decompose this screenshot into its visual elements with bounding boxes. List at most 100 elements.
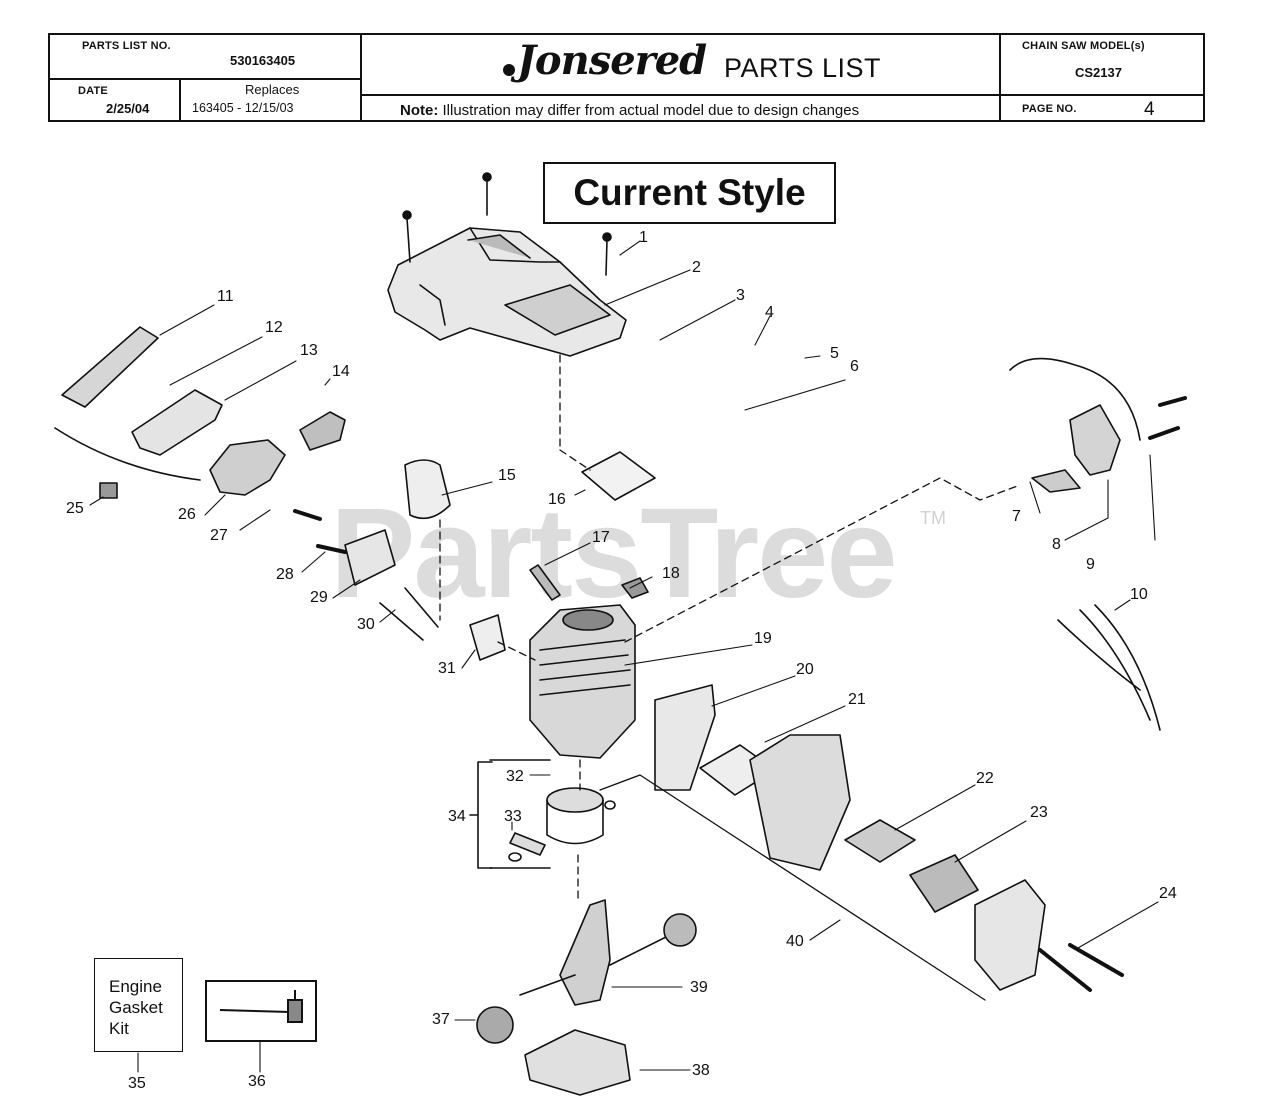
callout-4: 4 xyxy=(765,304,774,321)
muffler-cover-part xyxy=(974,879,1046,991)
callout-11: 11 xyxy=(217,288,234,305)
callout-21: 21 xyxy=(848,691,866,708)
callout-37: 37 xyxy=(432,1011,450,1028)
crankcase-part xyxy=(524,1029,631,1096)
callout-32: 32 xyxy=(506,768,524,785)
muffler-part xyxy=(749,734,851,871)
date-label: DATE xyxy=(78,85,108,97)
header-divider xyxy=(361,94,1001,96)
callout-16: 16 xyxy=(548,491,566,508)
callout-1: 1 xyxy=(639,229,648,246)
callout-29: 29 xyxy=(310,589,328,606)
header-divider xyxy=(50,78,361,80)
circlip-part xyxy=(604,800,616,810)
carburetor-part xyxy=(209,439,286,496)
callout-12: 12 xyxy=(265,319,283,336)
muffler-bolt-part xyxy=(1068,943,1124,977)
page-label: PAGE NO. xyxy=(1022,103,1077,115)
callout-5: 5 xyxy=(830,345,839,362)
callout-25: 25 xyxy=(66,500,84,517)
callout-28: 28 xyxy=(276,566,294,583)
callout-24: 24 xyxy=(1159,885,1177,902)
header-divider xyxy=(360,35,362,120)
spark-arrester-part xyxy=(844,819,916,863)
callout-31: 31 xyxy=(438,660,456,677)
intake-adapter-part xyxy=(299,411,346,451)
callout-18: 18 xyxy=(662,565,680,582)
callout-26: 26 xyxy=(178,506,196,523)
callout-7: 7 xyxy=(1012,508,1021,525)
header-divider xyxy=(999,35,1001,120)
filter-holder-part xyxy=(131,389,223,456)
top-cover-part xyxy=(387,227,627,357)
crankshaft-part xyxy=(519,934,671,996)
callout-13: 13 xyxy=(300,342,318,359)
current-style-title: Current Style xyxy=(543,162,836,224)
combination-wrench-part xyxy=(219,990,303,1023)
crank-bearing-part xyxy=(476,1006,514,1044)
callout-39: 39 xyxy=(690,979,708,996)
callout-22: 22 xyxy=(976,770,994,787)
switch-part xyxy=(1031,469,1081,493)
callout-10: 10 xyxy=(1130,586,1148,603)
piston-pin-part xyxy=(509,832,546,856)
intake-boot-part xyxy=(404,459,451,520)
leader-lines xyxy=(89,240,1159,1073)
brand-logo: Jonsered xyxy=(517,37,707,84)
callout-30: 30 xyxy=(357,616,375,633)
circlip-part xyxy=(508,852,522,862)
header-divider xyxy=(999,94,1203,96)
callout-15: 15 xyxy=(498,467,516,484)
tool-kit-box xyxy=(205,980,317,1042)
callout-3: 3 xyxy=(736,287,745,304)
plug-boot-part xyxy=(621,577,649,599)
callout-27: 27 xyxy=(210,527,228,544)
design-note: Note: Illustration may differ from actua… xyxy=(400,102,859,119)
grommet-part xyxy=(99,482,118,499)
callout-19: 19 xyxy=(754,630,772,647)
callout-36: 36 xyxy=(248,1073,266,1090)
gasket-kit-line: Kit xyxy=(109,1019,129,1038)
piston-kit-bracket xyxy=(469,761,493,869)
callout-20: 20 xyxy=(796,661,814,678)
spark-plug-part xyxy=(529,564,561,601)
bolt-part xyxy=(293,509,322,521)
model-label: CHAIN SAW MODEL(s) xyxy=(1022,40,1145,52)
wire-harness-part xyxy=(1057,604,1161,731)
date-value: 2/25/04 xyxy=(106,101,150,116)
callout-33: 33 xyxy=(504,808,522,825)
cylinder-part xyxy=(529,604,636,759)
ignition-coil-part xyxy=(1009,357,1187,476)
callout-14: 14 xyxy=(332,363,350,380)
heat-shield-part xyxy=(654,684,716,791)
parts-list-no: 530163405 xyxy=(230,53,296,68)
cover-screw-part xyxy=(402,172,612,276)
callout-8: 8 xyxy=(1052,536,1061,553)
carb-spacer-part xyxy=(344,529,396,586)
callout-35: 35 xyxy=(128,1075,146,1092)
callout-9: 9 xyxy=(1086,556,1095,573)
note-text: Illustration may differ from actual mode… xyxy=(438,102,860,119)
parts-list-header: PARTS LIST NO. 530163405 DATE 2/25/04 Re… xyxy=(48,33,1205,122)
muffler-bolt-part xyxy=(1038,948,1092,992)
stud-part xyxy=(379,602,424,641)
parts-list-no-label: PARTS LIST NO. xyxy=(82,40,171,52)
gasket-kit-line: Gasket xyxy=(109,998,163,1017)
brand-logo-dot xyxy=(503,64,515,76)
callout-23: 23 xyxy=(1030,804,1048,821)
gasket-kit-line: Engine xyxy=(109,977,162,996)
engine-gasket-kit-box: Engine Gasket Kit xyxy=(94,958,183,1052)
piston-part xyxy=(546,787,604,845)
crank-bearing-part xyxy=(663,913,697,947)
callout-17: 17 xyxy=(592,529,610,546)
muffler-leader xyxy=(599,774,986,1001)
cover-gasket-part xyxy=(581,451,656,501)
crankshaft-part xyxy=(559,899,611,1006)
callout-40: 40 xyxy=(786,933,804,950)
screen-part xyxy=(909,854,979,913)
air-filter-part xyxy=(61,326,159,408)
page-number: 4 xyxy=(1144,99,1155,120)
model-value: CS2137 xyxy=(1075,65,1122,80)
